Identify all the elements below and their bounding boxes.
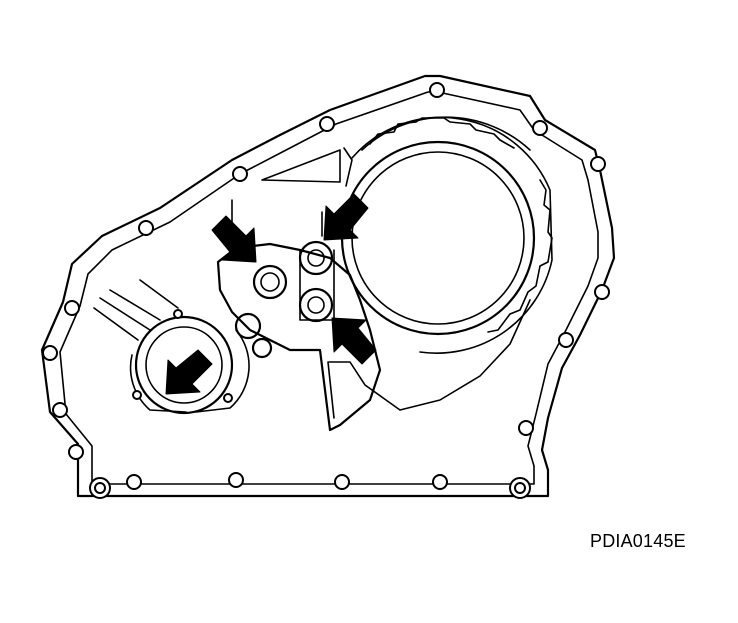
center-web <box>216 147 531 432</box>
housing-outline <box>40 74 616 498</box>
leader-lines <box>231 199 323 237</box>
main-gear-bore <box>340 116 553 354</box>
figure-code: PDIA0145E <box>590 531 686 551</box>
arrow-left-bore <box>165 349 213 395</box>
arrow-lower-boss <box>331 317 377 365</box>
shaft-bosses <box>234 240 335 359</box>
arrow-upper-boss <box>323 193 369 241</box>
arrow-left-pocket <box>211 215 257 263</box>
bolt-holes <box>42 82 610 499</box>
left-output-bore <box>93 279 250 415</box>
